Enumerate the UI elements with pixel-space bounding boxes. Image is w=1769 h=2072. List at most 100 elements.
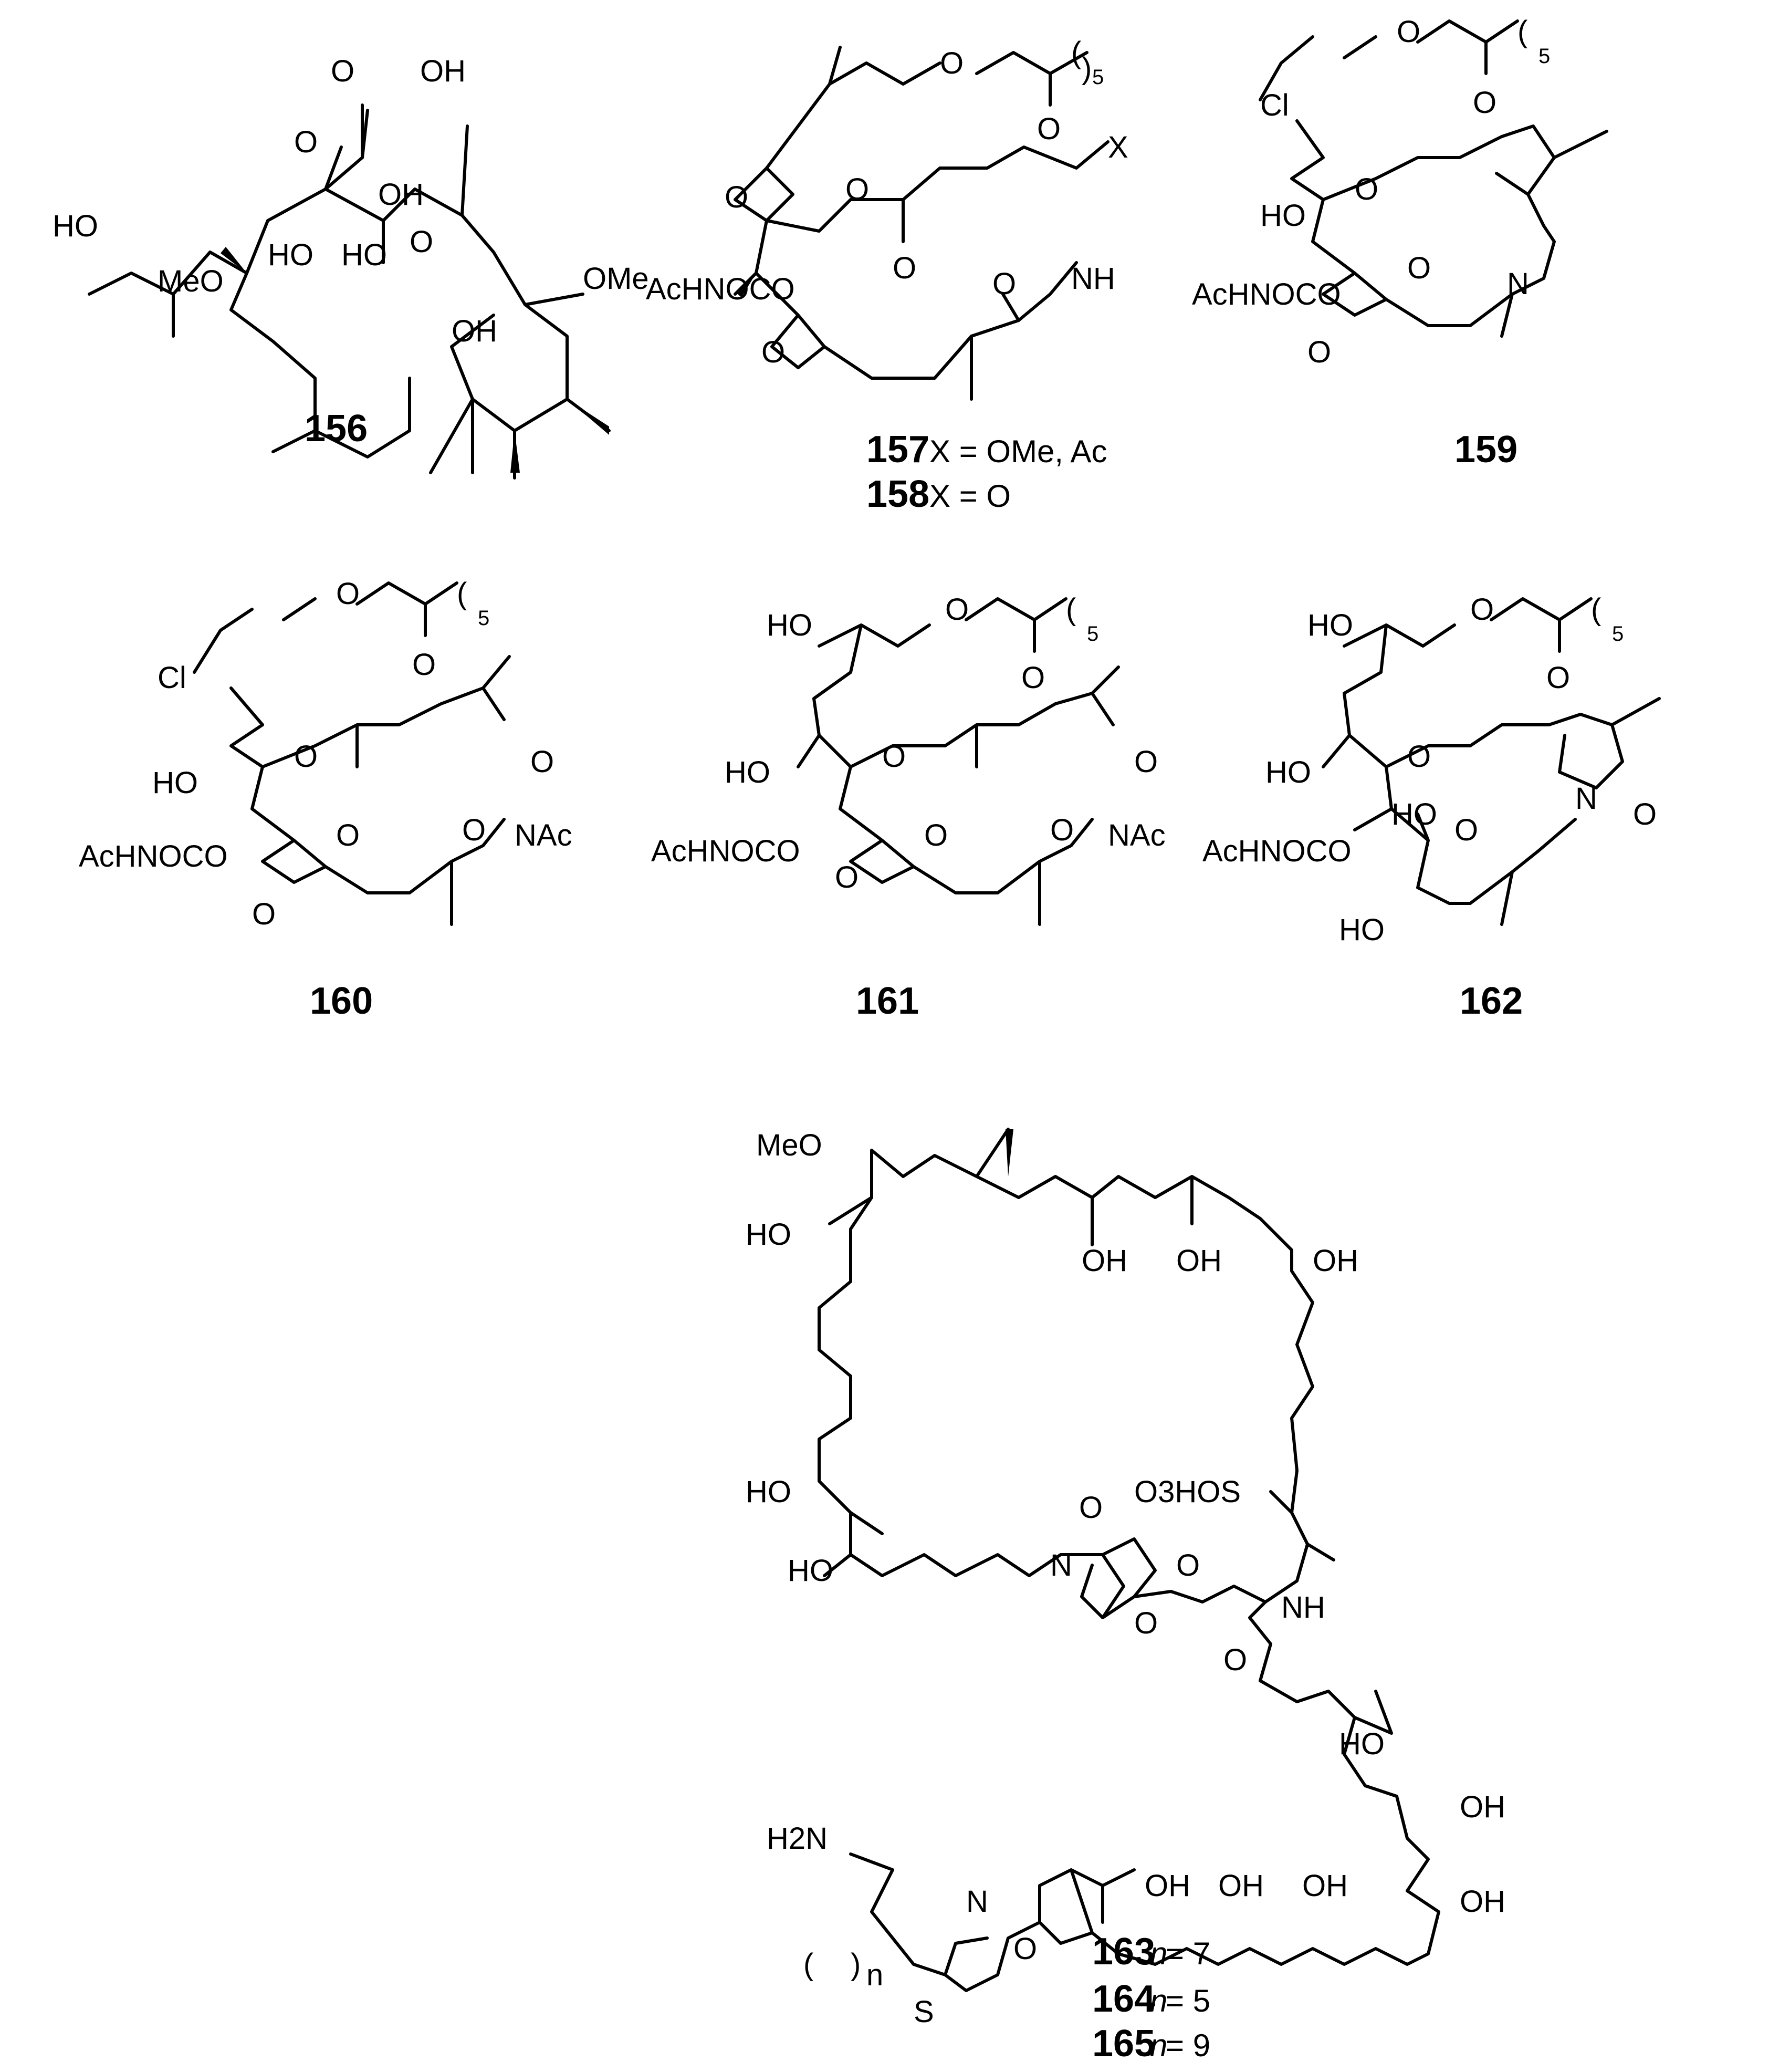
atom-HO: HO xyxy=(1339,913,1385,947)
atom-paren-l: ( xyxy=(1071,36,1081,70)
label-162: 162 xyxy=(1460,980,1523,1022)
structure-156: HO O OH O OH O HO HO MeO OMe OH 156 xyxy=(53,54,649,480)
atom-O: O xyxy=(835,860,859,894)
atom-HO: HO xyxy=(1391,797,1437,831)
structure-163-165: MeO OH OH OH HO O3HOS O HO N O NH HO O O… xyxy=(746,1128,1505,2065)
atom-O: O xyxy=(1050,813,1074,847)
atom-HO: HO xyxy=(268,238,313,272)
label-160: 160 xyxy=(310,980,373,1022)
atom-O: O xyxy=(1079,1491,1103,1525)
atom-O: O xyxy=(940,46,964,80)
atom-N: N xyxy=(966,1884,988,1919)
atom-NH: NH xyxy=(1281,1590,1325,1625)
atom-O: O xyxy=(336,577,360,611)
atom-AcHNOCO: AcHNOCO xyxy=(651,834,800,868)
structure-161: HO O O ( 5 HO O O O O NAc AcHNOCO O 161 xyxy=(651,592,1166,1022)
label-159: 159 xyxy=(1454,429,1517,471)
atom-OH: OH xyxy=(452,314,497,348)
atom-Cl: Cl xyxy=(158,661,186,695)
label-158-suffix: X = O xyxy=(929,478,1011,514)
atom-five: 5 xyxy=(1092,66,1104,89)
atom-O: O xyxy=(1307,335,1331,369)
atom-OH: OH xyxy=(420,54,466,88)
atom-HO: HO xyxy=(767,608,812,642)
atom-O: O xyxy=(945,592,969,627)
atom-Cl: Cl xyxy=(1260,88,1289,122)
atom-paren-l: ( xyxy=(1066,592,1076,627)
atom-O: O xyxy=(882,740,906,774)
atom-O: O xyxy=(924,818,948,852)
atom-HO: HO xyxy=(152,766,198,800)
atom-O: O xyxy=(412,648,436,682)
atom-O: O xyxy=(1397,15,1420,49)
atom-OH: OH xyxy=(1302,1869,1348,1903)
label-165-var: n xyxy=(1150,2028,1167,2063)
atom-five: 5 xyxy=(1087,622,1098,645)
atom-HO: HO xyxy=(725,755,770,789)
atom-n: n xyxy=(866,1958,883,1992)
atom-O: O xyxy=(1546,661,1570,695)
atom-O: O xyxy=(1176,1548,1200,1582)
atom-O3HOS: O3HOS xyxy=(1134,1475,1241,1509)
atom-HO: HO xyxy=(746,1217,791,1252)
atom-O: O xyxy=(1134,745,1158,779)
atom-paren-l: ( xyxy=(1591,592,1601,627)
label-164: 164 xyxy=(1092,1978,1155,2020)
label-157-suffix: X = OMe, Ac xyxy=(929,434,1107,469)
atom-S: S xyxy=(914,1995,934,2029)
atom-O: O xyxy=(462,813,486,847)
atom-O: O xyxy=(336,818,360,852)
atom-O: O xyxy=(410,225,433,259)
label-158: 158 xyxy=(866,473,929,515)
label-163: 163 xyxy=(1092,1931,1155,1973)
atom-AcHNOCO: AcHNOCO xyxy=(1192,277,1341,311)
atom-AcHNOCO: AcHNOCO xyxy=(1202,834,1352,868)
atom-O: O xyxy=(992,267,1016,301)
label-164-var: n xyxy=(1150,1983,1167,2018)
atom-OH: OH xyxy=(1460,1790,1505,1824)
atom-N: N xyxy=(1507,267,1529,301)
atom-O: O xyxy=(331,54,354,88)
atom-H2N: H2N xyxy=(767,1821,828,1856)
structure-160: Cl O O ( 5 HO O O O O NAc AcHNOCO O 160 xyxy=(79,577,572,1022)
atom-HO: HO xyxy=(788,1554,833,1588)
atom-O: O xyxy=(294,125,318,159)
label-165-suffix: = 9 xyxy=(1166,2028,1210,2063)
atom-five: 5 xyxy=(478,607,489,630)
label-164-suffix: = 5 xyxy=(1166,1983,1210,2018)
atom-O: O xyxy=(845,172,869,206)
atom-AcHNOCO: AcHNOCO xyxy=(79,839,228,873)
atom-O: O xyxy=(893,251,916,285)
atom-NH: NH xyxy=(1071,262,1115,296)
atom-paren-r: ) xyxy=(1082,51,1092,86)
atom-O: O xyxy=(1633,797,1657,831)
atom-O: O xyxy=(761,335,785,369)
atom-O: O xyxy=(1355,172,1378,206)
label-156: 156 xyxy=(305,408,368,450)
atom-O: O xyxy=(1134,1606,1158,1640)
atom-paren-r: ) xyxy=(851,1948,861,1982)
atom-NAc: NAc xyxy=(515,818,572,852)
atom-paren-l: ( xyxy=(1517,15,1527,49)
atom-NAc: NAc xyxy=(1108,818,1166,852)
label-161: 161 xyxy=(856,980,919,1022)
atom-N: N xyxy=(1575,782,1597,816)
atom-O: O xyxy=(1470,592,1494,627)
atom-OH: OH xyxy=(1145,1869,1190,1903)
atom-OH: OH xyxy=(1176,1244,1222,1278)
atom-MeO: MeO xyxy=(756,1128,822,1162)
structure-162: HO O O ( 5 HO O HO O N O AcHNOCO HO 162 xyxy=(1202,592,1661,1022)
atom-HO: HO xyxy=(1339,1727,1385,1761)
atom-HO: HO xyxy=(746,1475,791,1509)
label-165: 165 xyxy=(1092,2023,1155,2065)
atom-OH: OH xyxy=(1460,1884,1505,1919)
atom-HO: HO xyxy=(341,238,387,272)
atom-O: O xyxy=(1473,86,1496,120)
atom-O: O xyxy=(1223,1643,1247,1677)
label-163-suffix: = 7 xyxy=(1166,1936,1210,1971)
structure-157-158: O O 5 ( ) O O O X O NH AcHNOCO O 157 X =… xyxy=(646,36,1128,515)
atom-O: O xyxy=(1454,813,1478,847)
atom-O: O xyxy=(530,745,554,779)
atom-paren-l: ( xyxy=(457,577,467,611)
